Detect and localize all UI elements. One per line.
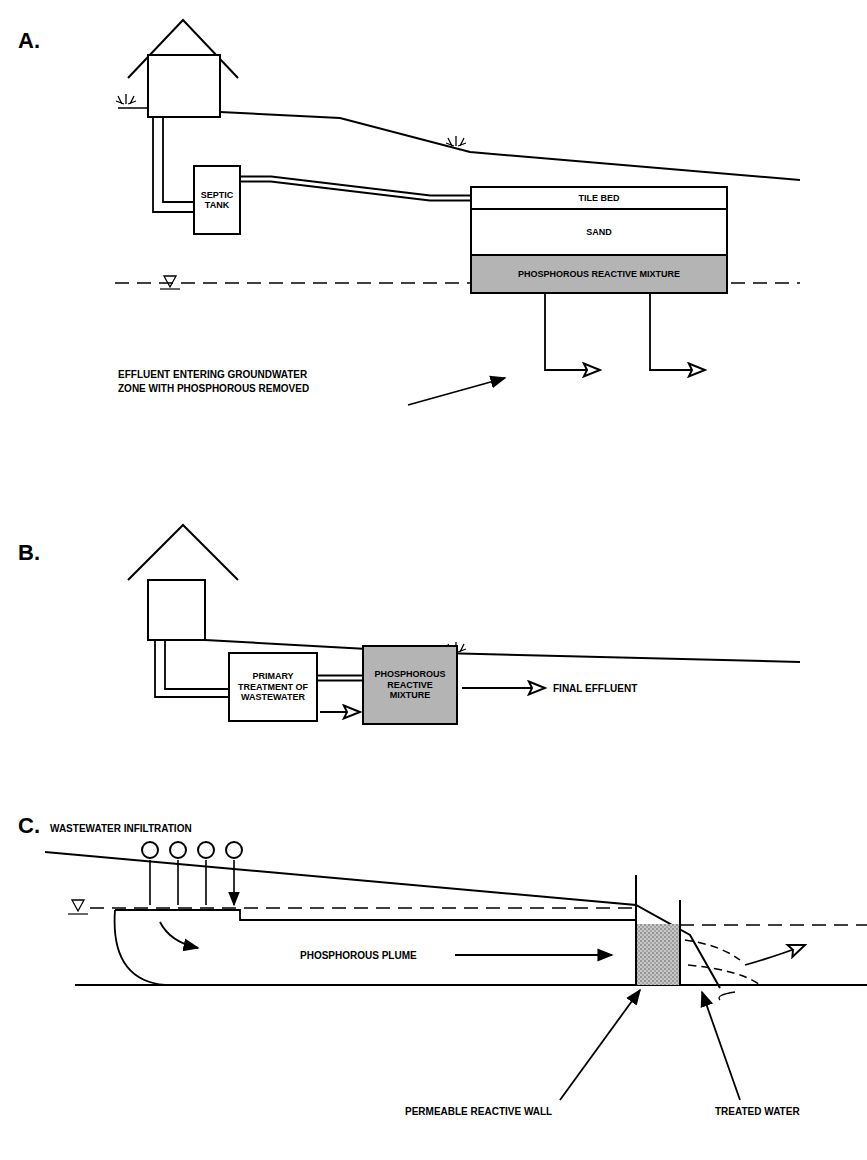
treated-water-label: TREATED WATER	[715, 1105, 825, 1119]
wall-label: PERMEABLE REACTIVE WALL	[405, 1105, 575, 1119]
panel-letter: A.	[18, 30, 58, 52]
panel-letter: B.	[18, 542, 58, 564]
tile-bed-layer: TILE BED	[470, 186, 728, 210]
node-text: PHOSPHOROUS REACTIVE MIXTURE	[368, 669, 452, 700]
node-text: PHOSPHOROUS REACTIVE MIXTURE	[518, 269, 680, 279]
connector	[241, 179, 470, 198]
panel-c-drawing	[45, 842, 867, 1100]
node-text: PRIMARY TREATMENT OF WASTEWATER	[234, 671, 312, 702]
connector	[318, 678, 362, 712]
reactive-mixture-layer: PHOSPHOROUS REACTIVE MIXTURE	[470, 254, 728, 294]
node-text: TILE BED	[578, 193, 619, 203]
node-text: SEPTIC TANK	[199, 190, 235, 211]
node-text: SAND	[586, 227, 612, 237]
septic-tank: SEPTIC TANK	[193, 165, 241, 235]
panel-a-drawing	[115, 20, 800, 405]
reactive-mixture-box: PHOSPHOROUS REACTIVE MIXTURE	[362, 645, 458, 725]
effluent-note: EFFLUENT ENTERING GROUNDWATER ZONE WITH …	[118, 368, 333, 395]
primary-treatment-box: PRIMARY TREATMENT OF WASTEWATER	[228, 652, 318, 722]
sand-layer: SAND	[470, 208, 728, 256]
effluent-label: FINAL EFFLUENT	[553, 682, 673, 696]
infiltration-label: WASTEWATER INFILTRATION	[50, 822, 250, 836]
plume-label: PHOSPHOROUS PLUME	[300, 949, 450, 963]
